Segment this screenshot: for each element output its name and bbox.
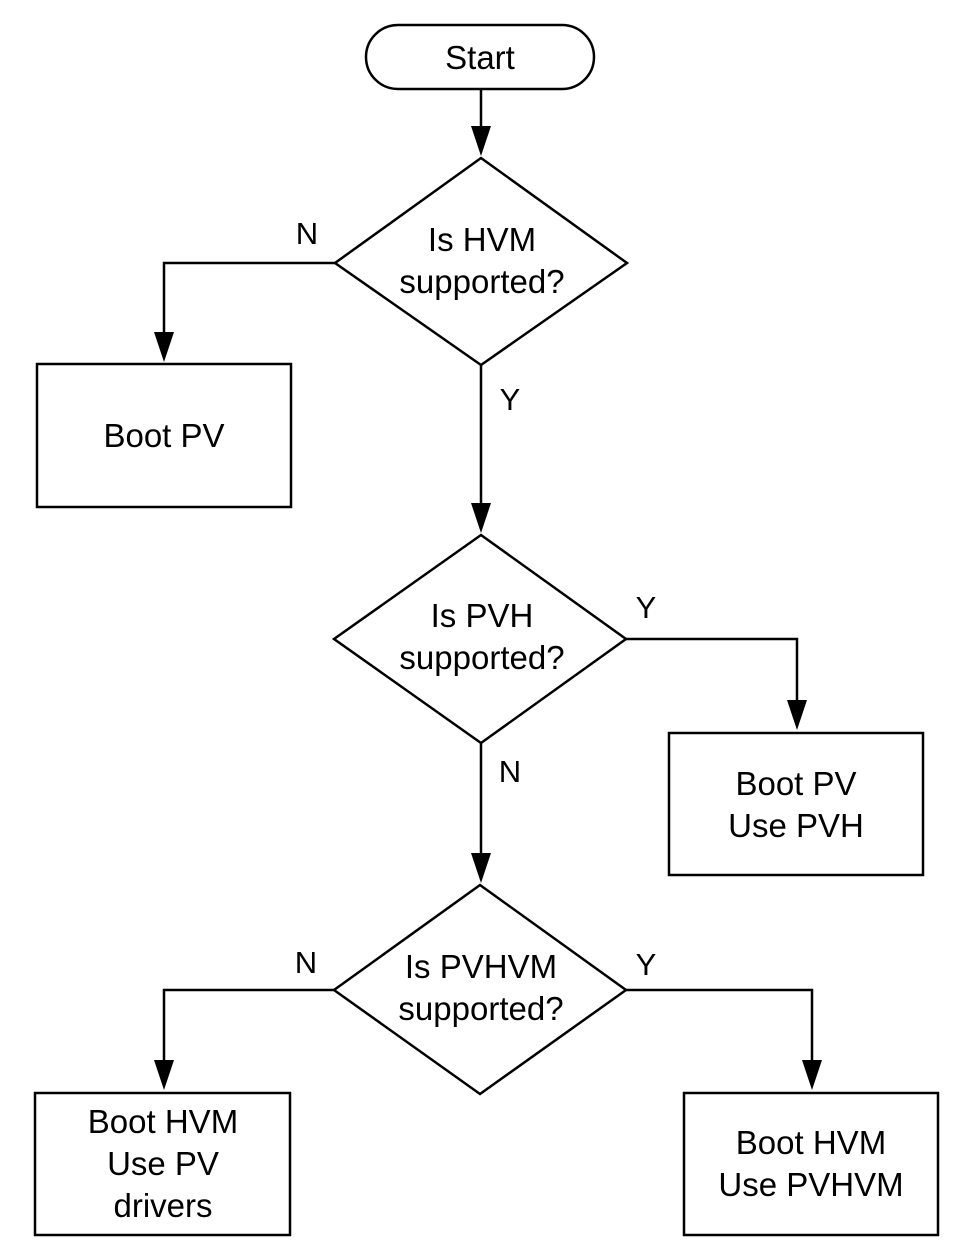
arrowhead <box>471 503 491 533</box>
node-label: drivers <box>113 1187 212 1224</box>
node-start: Start <box>364 23 596 91</box>
edge-pvh-to-boot-pv-pvh: Y <box>626 590 807 730</box>
node-label: Is PVH <box>431 597 534 634</box>
edge-hvm-to-boot-pv: N <box>154 216 335 362</box>
arrowhead <box>471 853 491 883</box>
arrowhead <box>154 1060 174 1090</box>
node-boot-pv-use-pvh: Boot PV Use PVH <box>667 731 925 877</box>
edge-label-y: Y <box>636 590 657 625</box>
node-pvhvm-decision: Is PVHVM supported? <box>331 883 629 1096</box>
node-label: Boot HVM <box>736 1124 886 1161</box>
node-label: Is HVM <box>428 221 536 258</box>
arrowhead <box>471 126 491 156</box>
edge-hvm-to-pvh: Y <box>471 365 520 533</box>
edge-label-n: N <box>499 754 521 789</box>
node-label: Boot PV <box>735 765 856 802</box>
edge-pvhvm-to-boot-hvm-pvhvm: Y <box>626 947 822 1090</box>
edge-label-y: Y <box>500 382 521 417</box>
node-hvm-decision: Is HVM supported? <box>332 156 630 367</box>
node-label: Boot HVM <box>88 1103 238 1140</box>
node-label: Boot PV <box>103 417 224 454</box>
node-label: Use PV <box>107 1145 219 1182</box>
node-boot-pv: Boot PV <box>35 362 293 509</box>
node-boot-hvm-use-pv-drivers: Boot HVM Use PV drivers <box>33 1091 292 1237</box>
node-label: Start <box>445 39 515 76</box>
node-label: Use PVHVM <box>718 1166 903 1203</box>
node-label: supported? <box>399 639 564 676</box>
edge-label-n: N <box>295 945 317 980</box>
node-label: supported? <box>399 263 564 300</box>
node-label: supported? <box>398 990 563 1027</box>
arrowhead <box>154 332 174 362</box>
edge-label-y: Y <box>636 947 657 982</box>
edge-label-n: N <box>296 216 318 251</box>
edge-start-to-hvm <box>471 89 491 156</box>
arrowhead <box>787 700 807 730</box>
arrowhead <box>802 1060 822 1090</box>
edge-pvhvm-to-boot-hvm-pvdrivers: N <box>154 945 334 1090</box>
edge-pvh-to-pvhvm: N <box>471 743 521 883</box>
node-boot-hvm-use-pvhvm: Boot HVM Use PVHVM <box>682 1091 940 1237</box>
node-label: Use PVH <box>728 807 864 844</box>
node-pvh-decision: Is PVH supported? <box>331 533 629 745</box>
node-label: Is PVHVM <box>405 948 557 985</box>
